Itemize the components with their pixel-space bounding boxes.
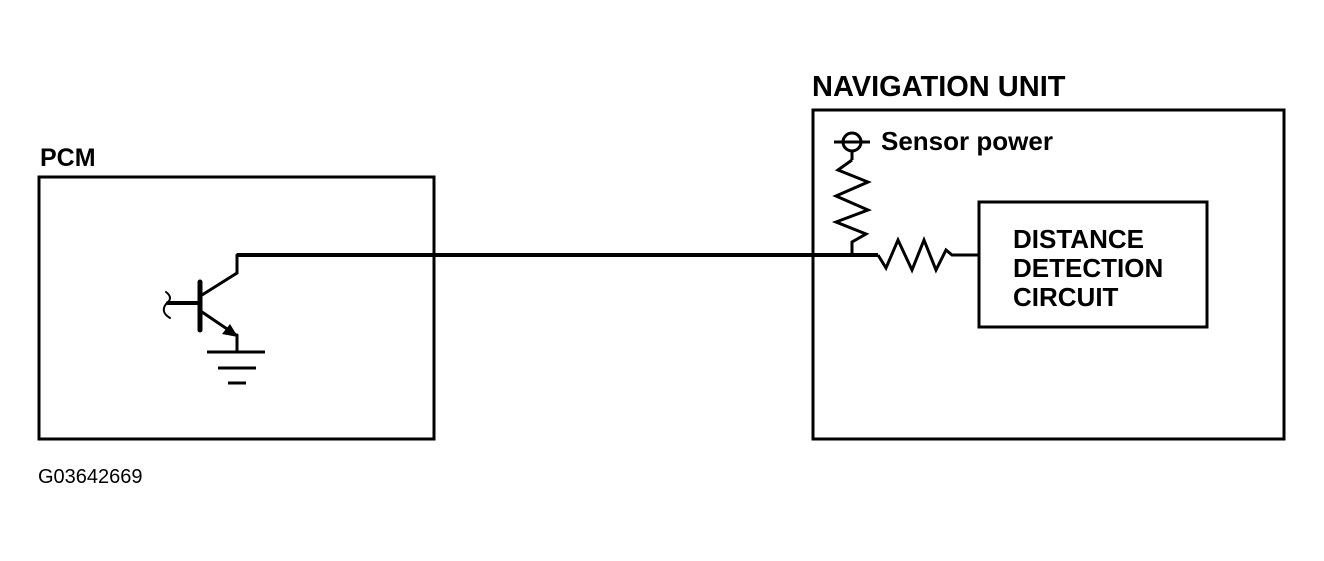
figure-id: G03642669 [38, 466, 143, 488]
circuit-label-line-2: DETECTION [1013, 253, 1164, 283]
series-resistor-icon [876, 235, 979, 274]
npn-transistor-icon [162, 253, 239, 354]
circuit-label-line-3: CIRCUIT [1013, 282, 1119, 312]
distance-detection-circuit-box [977, 200, 1209, 329]
sensor-power-label: Sensor power [881, 126, 1053, 156]
power-terminal-icon [834, 131, 870, 160]
pullup-resistor-icon [831, 158, 872, 255]
navigation-unit-box [811, 108, 1286, 441]
distance-detection-circuit-label: DISTANCE DETECTION CIRCUIT [1013, 225, 1203, 312]
circuit-label-line-1: DISTANCE [1013, 224, 1144, 254]
pcm-label: PCM [40, 144, 96, 172]
navigation-unit-label: NAVIGATION UNIT [812, 71, 1066, 103]
pcm-box [37, 175, 436, 441]
ground-icon [207, 350, 265, 385]
